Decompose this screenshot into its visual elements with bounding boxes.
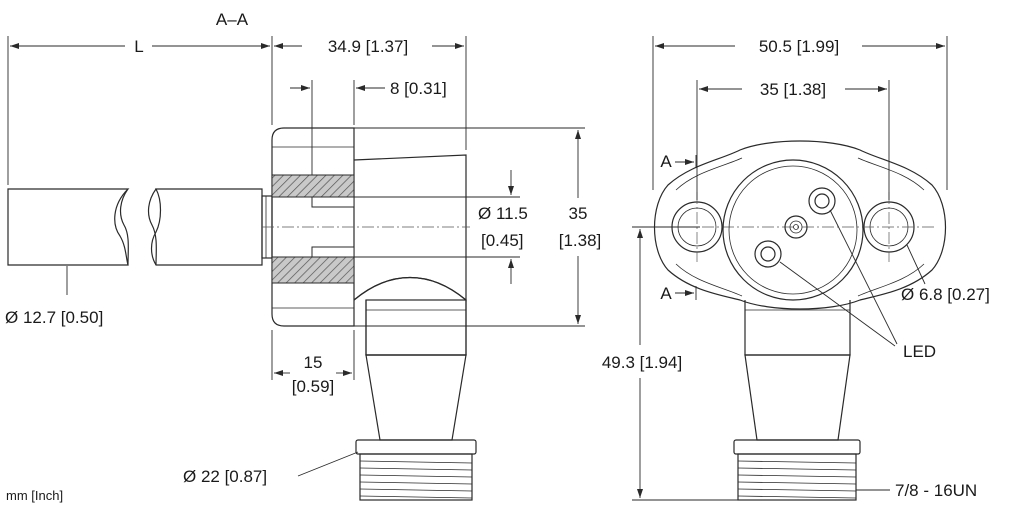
connector-side bbox=[355, 299, 477, 501]
section-mark-bottom: A bbox=[660, 284, 672, 303]
dim-cable-dia: Ø 12.7 [0.50] bbox=[5, 308, 103, 327]
cable bbox=[7, 188, 273, 266]
dim-connector-dia: Ø 22 [0.87] bbox=[183, 467, 267, 486]
dim-thread: 7/8 - 16UN bbox=[895, 481, 977, 500]
section-mark-top: A bbox=[660, 152, 672, 171]
dim-offset-2: [0.59] bbox=[292, 377, 335, 396]
dim-height-1: 35 bbox=[569, 204, 588, 223]
dim-overall-width: 50.5 [1.99] bbox=[759, 37, 839, 56]
sensor-body-section bbox=[262, 127, 470, 356]
led-upper bbox=[808, 187, 836, 215]
side-section-view: A–A bbox=[5, 10, 602, 501]
dim-height-2: [1.38] bbox=[559, 231, 602, 250]
led-lower bbox=[754, 240, 782, 268]
sensor-face bbox=[722, 159, 864, 301]
section-label: A–A bbox=[216, 10, 249, 29]
front-view: 50.5 [1.99] 35 [1.38] A A Ø 6.8 [0.27] L… bbox=[602, 36, 990, 501]
dim-bore-dia-1: Ø 11.5 bbox=[478, 204, 528, 223]
mounting-flange bbox=[653, 140, 947, 310]
units-note: mm [Inch] bbox=[6, 488, 63, 503]
dim-overall-height: 49.3 [1.94] bbox=[602, 353, 682, 372]
dim-hole-spacing: 35 [1.38] bbox=[760, 80, 826, 99]
dim-hole-dia: Ø 6.8 [0.27] bbox=[901, 285, 990, 304]
label-led: LED bbox=[903, 342, 936, 361]
dim-flange-thickness: 8 [0.31] bbox=[390, 79, 447, 98]
dim-overall-depth: 34.9 [1.37] bbox=[328, 37, 408, 56]
connector-front bbox=[733, 300, 861, 501]
dim-offset-1: 15 bbox=[304, 353, 323, 372]
center-pin bbox=[784, 215, 808, 239]
dim-bore-dia-2: [0.45] bbox=[481, 231, 524, 250]
dim-cable-length: L bbox=[134, 37, 143, 56]
